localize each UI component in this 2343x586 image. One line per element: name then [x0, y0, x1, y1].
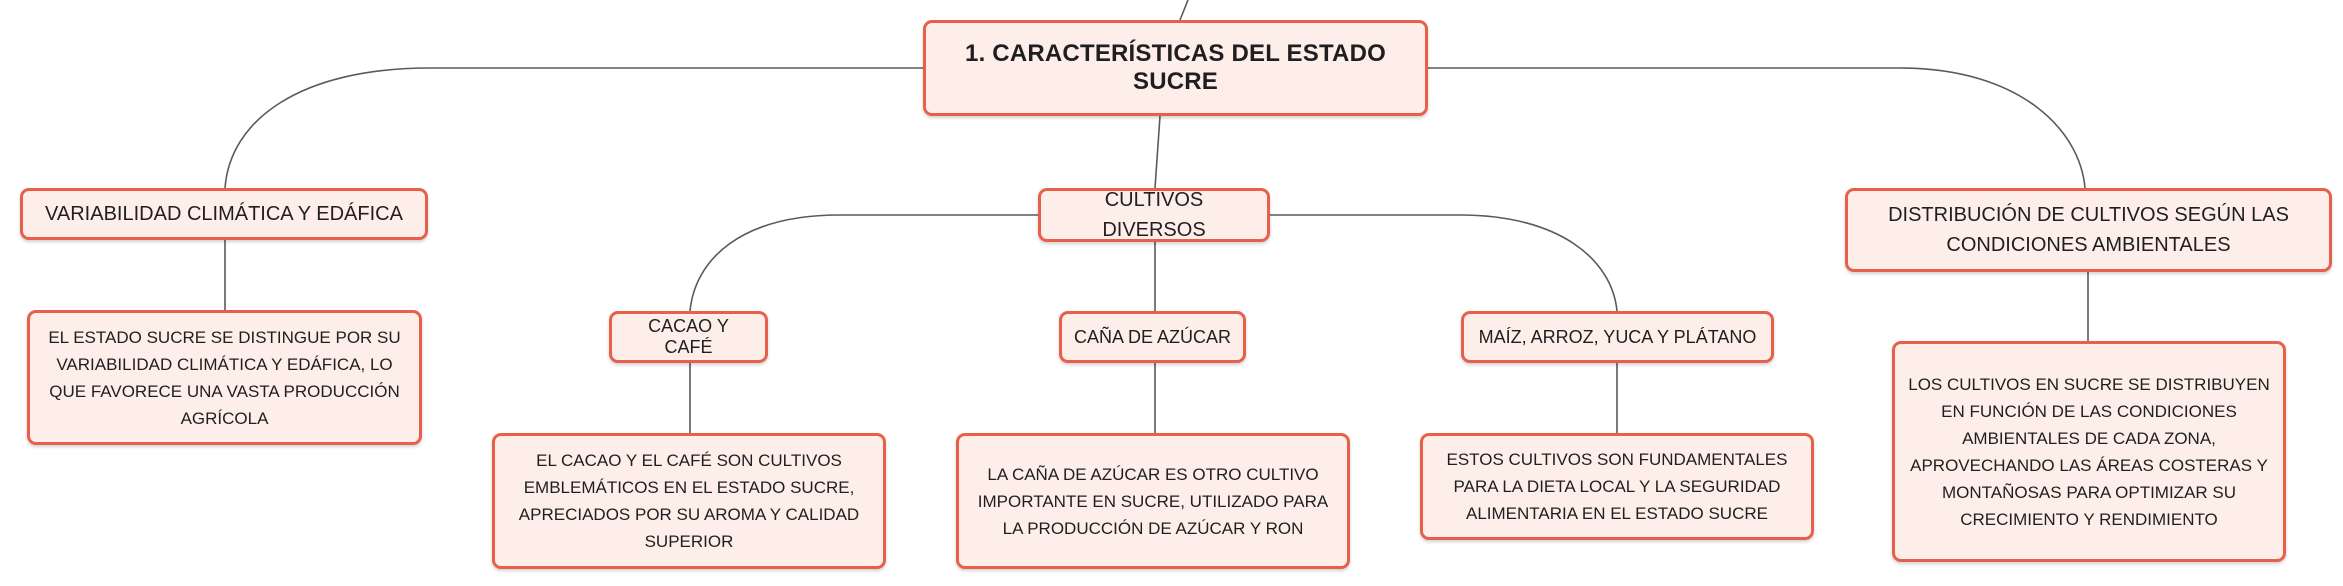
- subtopic-cana[interactable]: CAÑA DE AZÚCAR: [1059, 311, 1246, 363]
- connector-cultivos-cacao: [689, 214, 1038, 312]
- connector-cultivos-maiz: [1270, 214, 1618, 312]
- topic-variabilidad-label: VARIABILIDAD CLIMÁTICA Y EDÁFICA: [45, 203, 403, 225]
- desc-cacao[interactable]: EL CACAO Y EL CAFÉ SON CULTIVOS EMBLEMÁT…: [492, 433, 886, 569]
- desc-variabilidad-text: EL ESTADO SUCRE SE DISTINGUE POR SU VARI…: [48, 327, 401, 428]
- root-topic-label: 1. CARACTERÍSTICAS DEL ESTADO SUCRE: [965, 40, 1386, 95]
- desc-maiz-text: ESTOS CULTIVOS SON FUNDAMENTALES PARA LA…: [1446, 450, 1788, 523]
- desc-cana-text: LA CAÑA DE AZÚCAR ES OTRO CULTIVO IMPORT…: [977, 464, 1329, 538]
- subtopic-cacao[interactable]: CACAO Y CAFÉ: [609, 311, 768, 363]
- connector-root-variabilidad: [224, 67, 923, 189]
- topic-cultivos-label: CULTIVOS DIVERSOS: [1102, 189, 1206, 241]
- topic-distribucion[interactable]: DISTRIBUCIÓN DE CULTIVOS SEGÚN LAS CONDI…: [1845, 188, 2332, 272]
- root-topic[interactable]: 1. CARACTERÍSTICAS DEL ESTADO SUCRE: [923, 20, 1428, 116]
- subtopic-cana-label: CAÑA DE AZÚCAR: [1073, 326, 1232, 347]
- topic-cultivos[interactable]: CULTIVOS DIVERSOS: [1038, 188, 1270, 242]
- connector-root-distribucion: [1428, 67, 2086, 189]
- desc-maiz[interactable]: ESTOS CULTIVOS SON FUNDAMENTALES PARA LA…: [1420, 433, 1814, 540]
- connector-root-cultivos: [1154, 115, 1161, 189]
- topic-distribucion-label: DISTRIBUCIÓN DE CULTIVOS SEGÚN LAS CONDI…: [1888, 204, 2289, 256]
- desc-cacao-text: EL CACAO Y EL CAFÉ SON CULTIVOS EMBLEMÁT…: [518, 451, 860, 551]
- subtopic-maiz[interactable]: MAÍZ, ARROZ, YUCA Y PLÁTANO: [1461, 311, 1774, 363]
- topic-variabilidad[interactable]: VARIABILIDAD CLIMÁTICA Y EDÁFICA: [20, 188, 428, 240]
- desc-variabilidad[interactable]: EL ESTADO SUCRE SE DISTINGUE POR SU VARI…: [27, 310, 422, 445]
- subtopic-cacao-label: CACAO Y CAFÉ: [648, 316, 729, 357]
- desc-distribucion[interactable]: LOS CULTIVOS EN SUCRE SE DISTRIBUYEN EN …: [1892, 341, 2286, 562]
- subtopic-maiz-label: MAÍZ, ARROZ, YUCA Y PLÁTANO: [1478, 326, 1757, 347]
- desc-distribucion-text: LOS CULTIVOS EN SUCRE SE DISTRIBUYEN EN …: [1908, 374, 2270, 529]
- connector-parent: [1179, 0, 1189, 21]
- desc-cana[interactable]: LA CAÑA DE AZÚCAR ES OTRO CULTIVO IMPORT…: [956, 433, 1350, 569]
